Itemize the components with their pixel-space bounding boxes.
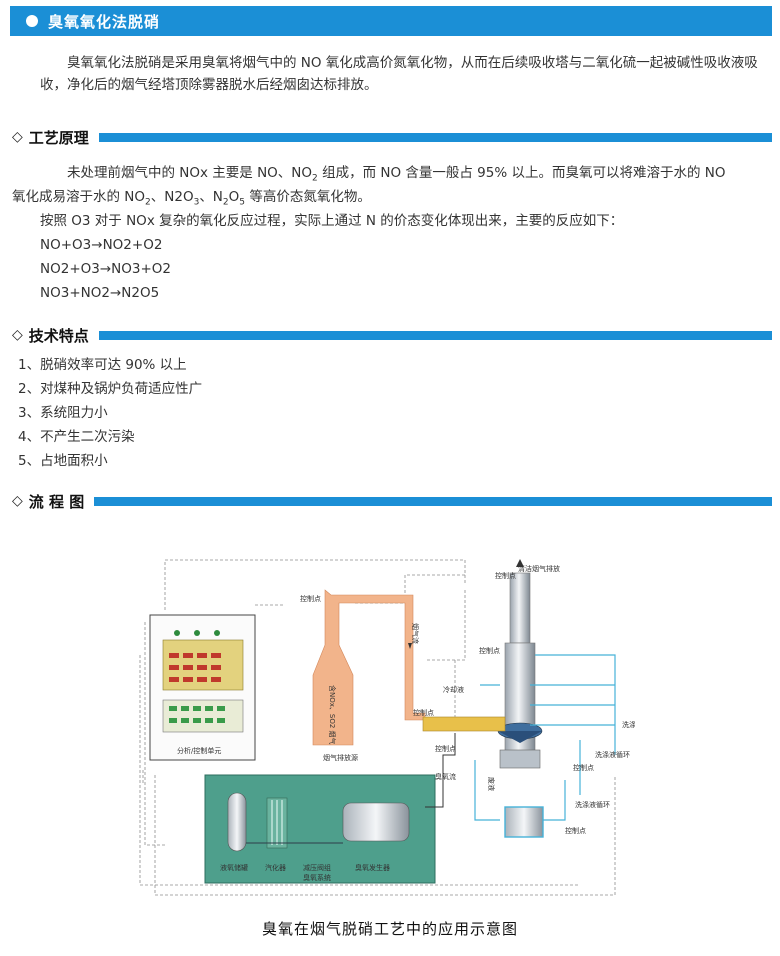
section-features-header: ◇ 技术特点 (12, 324, 772, 346)
label-wash-cycle: 洗涤液循环 (595, 750, 630, 759)
section-principle-header: ◇ 工艺原理 (12, 126, 772, 148)
diamond-icon: ◇ (12, 327, 23, 343)
label-control-point: 控制点 (435, 744, 456, 753)
label-flue-flow: 烟气流 (411, 623, 420, 644)
label-reducer: 减压阀组 (303, 863, 331, 872)
label-ozone-system: 臭氧系统 (303, 873, 331, 882)
feature-item: 4、不产生二次污染 (18, 429, 135, 445)
flue-source: 烟气排放源 含NOx、SO2 烟气 烟气流 (312, 589, 426, 762)
diamond-icon: ◇ (12, 129, 23, 145)
label-waste-liquid: 废液 (487, 777, 496, 791)
label-control-point: 控制点 (300, 594, 321, 603)
section-bar (98, 132, 772, 142)
label-vaporizer: 汽化器 (265, 863, 286, 872)
diamond-icon: ◇ (12, 493, 23, 509)
figure-caption: 臭氧在烟气脱硝工艺中的应用示意图 (261, 920, 518, 938)
label-wash-supply: 洗涤液补充 (622, 720, 635, 729)
section-title: 流 程 图 (28, 492, 85, 511)
control-unit: 分析/控制单元 (149, 614, 256, 761)
reaction-3: NO3+NO2→N2O5 (40, 285, 160, 301)
circulation-tank (504, 806, 544, 838)
feature-item: 2、对煤种及锅炉负荷适应性广 (18, 381, 203, 397)
reaction-1: NO+O3→NO2+O2 (40, 237, 163, 253)
label-control-point: 控制点 (479, 646, 500, 655)
header-banner: 臭氧氧化法脱硝 (10, 6, 772, 36)
principle-paragraph-1: 未处理前烟气中的 NOx 主要是 NO、NO2 组成，而 NO 含量一般占 95… (67, 165, 726, 184)
section-title: 工艺原理 (28, 128, 89, 147)
feature-item: 3、系统阻力小 (18, 405, 108, 421)
section-flow-header: ◇ 流 程 图 (12, 490, 772, 512)
flow-diagram: 分析/控制单元 烟气排放源 含NOx、SO2 烟气 烟气流 清洁烟气排放 (139, 559, 635, 896)
intro-paragraph: 臭氧氧化法脱硝是采用臭氧将烟气中的 NO 氧化成高价氮氧化物，从而在后续吸收塔与… (40, 55, 758, 93)
label-generator: 臭氧发生器 (355, 863, 390, 872)
label-clean-exhaust: 清洁烟气排放 (518, 564, 560, 573)
absorber-tower: 清洁烟气排放 (422, 559, 560, 769)
section-bar (94, 496, 772, 506)
label-control-point: 控制点 (413, 708, 434, 717)
label-wash-cycle: 洗涤液循环 (575, 800, 610, 809)
label-ozone-flow: 臭氧流 (435, 772, 456, 781)
principle-paragraph-1-cont: 氧化成易溶于水的 NO2、N2O3、N2O5 等高价态氮氧化物。 (12, 189, 371, 208)
label-control-point: 控制点 (495, 571, 516, 580)
section-title: 技术特点 (28, 326, 89, 345)
label-control-unit: 分析/控制单元 (177, 746, 221, 755)
feature-item: 1、脱硝效率可达 90% 以上 (18, 357, 187, 373)
label-control-point: 控制点 (573, 763, 594, 772)
page-title: 臭氧氧化法脱硝 (48, 12, 161, 31)
ozone-system: 液氧储罐 汽化器 减压阀组 臭氧发生器 臭氧系统 (204, 774, 436, 884)
label-coolant: 冷却液 (443, 685, 464, 694)
label-flue-source: 烟气排放源 (323, 753, 358, 762)
section-bar (98, 330, 772, 340)
principle-paragraph-2: 按照 O3 对于 NOx 复杂的氧化反应过程，实际上通过 N 的价态变化体现出来… (40, 213, 624, 229)
feature-item: 5、占地面积小 (18, 453, 108, 469)
bullet-icon (26, 15, 38, 27)
label-lox-tank: 液氧储罐 (220, 863, 248, 872)
label-source-gas: 含NOx、SO2 烟气 (328, 685, 337, 745)
reaction-2: NO2+O3→NO3+O2 (40, 261, 171, 277)
label-control-point: 控制点 (565, 826, 586, 835)
